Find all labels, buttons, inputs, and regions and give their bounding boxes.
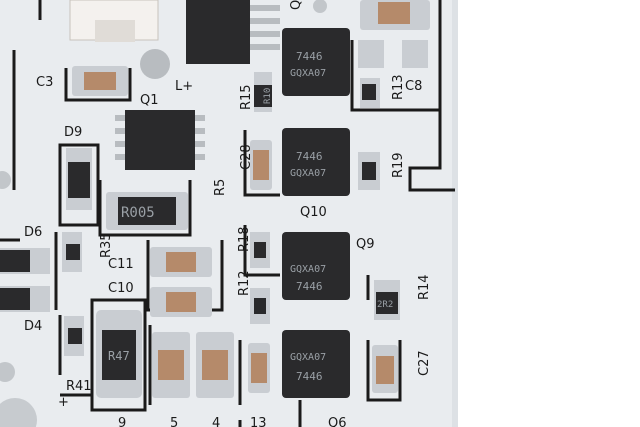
label-c3: C3	[36, 75, 53, 90]
label-r15: R15	[239, 84, 254, 110]
mosfet-q1	[125, 110, 195, 170]
label-r12: R12	[237, 270, 252, 296]
label-c28: C28	[239, 144, 254, 170]
marking-code-q6: GQXA07	[290, 352, 326, 363]
capacitors	[72, 0, 430, 398]
marking-2r2: 2R2	[377, 300, 393, 310]
marking-code-q10: GQXA07	[290, 168, 326, 179]
silkscreen-outlines	[0, 0, 455, 427]
label-5: 5	[170, 416, 178, 427]
marking-code-q2: GQXA07	[290, 68, 326, 79]
marking-mosfet-q10: 7446	[296, 150, 323, 163]
label-c10: C10	[108, 281, 134, 296]
marking-code-q9: GQXA07	[290, 264, 326, 275]
mosfet-q10	[282, 128, 350, 196]
label-q9: Q9	[356, 237, 375, 252]
marking-mosfet-q6: 7446	[296, 370, 323, 383]
label-r13: R13	[391, 74, 406, 100]
label-d9: D9	[64, 125, 82, 140]
label-13: 13	[250, 416, 267, 427]
label-9: 9	[118, 416, 126, 427]
label-r41: R41	[66, 379, 92, 394]
mosfet-q9	[282, 232, 350, 300]
label-c8: C8	[405, 79, 422, 94]
label-d4: D4	[24, 319, 42, 334]
mosfet-q2	[282, 28, 350, 96]
label-q1: Q1	[140, 93, 159, 108]
mosfet-q6	[282, 330, 350, 398]
marking-mosfet-q9: 7446	[296, 280, 323, 293]
label-plus: +	[58, 395, 69, 410]
chip-top	[186, 0, 250, 64]
label-l-plus: L+	[175, 79, 193, 94]
label-r14: R14	[417, 274, 432, 300]
label-q2: Q2	[289, 0, 304, 10]
via-pad	[140, 49, 170, 79]
label-r5: R5	[213, 179, 228, 196]
label-r18: R18	[237, 226, 252, 252]
label-r35: R35	[99, 232, 114, 258]
label-r19: R19	[391, 152, 406, 178]
label-d6: D6	[24, 225, 42, 240]
label-q10: Q10	[300, 205, 327, 220]
marking-mosfet-q2: 7446	[296, 50, 323, 63]
marking-r10: R10	[263, 88, 273, 104]
label-4: 4	[212, 416, 220, 427]
marking-r005: R005	[121, 205, 155, 221]
label-q6: Q6	[328, 416, 347, 427]
label-c11: C11	[108, 257, 134, 272]
label-c27: C27	[417, 350, 432, 376]
marking-inductor: R47	[108, 349, 130, 363]
